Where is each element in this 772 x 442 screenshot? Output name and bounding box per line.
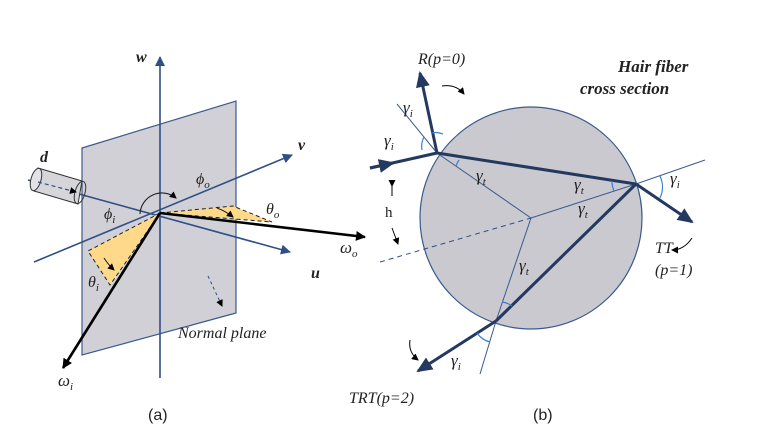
normal-trt — [479, 320, 497, 375]
diagram-title-line2: cross section — [580, 79, 669, 98]
normal-tt — [635, 159, 706, 185]
gamma-i-arc-incident — [421, 136, 425, 151]
omega-i-label: ωi — [58, 371, 73, 393]
axis-v-label: v — [298, 137, 306, 154]
phi-o-label: ϕo — [196, 171, 210, 191]
radius-to-tt-exit — [530, 183, 637, 219]
rotation-arrow-r — [441, 85, 465, 95]
normal-plane-label: Normal plane — [177, 325, 266, 342]
reflected-ray-r — [416, 71, 439, 154]
axis-w-label: w — [136, 49, 147, 66]
internal-ray-1 — [436, 151, 637, 186]
label-r: R(p=0) — [417, 51, 465, 68]
gamma-t-arc-tt — [611, 180, 615, 192]
gamma-i-arc-trt — [476, 332, 491, 343]
gamma-t-arc-entry — [455, 159, 460, 167]
internal-ray-2 — [494, 182, 638, 323]
gamma-i-label-r: γi — [403, 98, 413, 120]
normal-plane — [81, 100, 237, 356]
gamma-i-label-tt: γi — [670, 169, 680, 191]
gamma-t-label-tt-lower: γt — [578, 199, 589, 221]
gamma-i-label-trt: γi — [451, 351, 461, 373]
normal-entry — [396, 103, 438, 154]
omega-i-ray — [61, 212, 162, 369]
omega-o-ray — [159, 211, 366, 241]
rotation-arrow-trt — [409, 339, 419, 361]
theta-o-label: θo — [266, 201, 280, 221]
gamma-i-arc-tt — [659, 175, 664, 199]
gamma-t-label-entry: γt — [476, 166, 487, 188]
label-trt: TRT(p=2) — [349, 390, 414, 407]
label-h: h — [385, 205, 393, 221]
label-tt: TT — [655, 240, 674, 257]
radius-to-trt-exit — [495, 217, 532, 322]
theta-i-label: θi — [88, 274, 99, 294]
transmitted-ray-tt — [635, 182, 694, 224]
vector-d-label: d — [40, 149, 49, 166]
d-cylinder — [29, 167, 87, 205]
gamma-i-label-incident: γi — [384, 131, 394, 153]
v-axis — [33, 153, 293, 263]
panel-a-caption: (a) — [148, 407, 168, 424]
gamma-t-label-trt: γt — [519, 256, 530, 278]
gamma-t-arc-trt — [501, 301, 513, 307]
gamma-t-label-tt-upper: γt — [574, 175, 585, 197]
axis-u-label: u — [311, 265, 320, 282]
label-tt-p: (p=1) — [655, 262, 692, 279]
radius-to-entry — [436, 152, 532, 219]
theta-o-wedge — [159, 205, 273, 223]
panel-a: w v u d ϕi ϕo θo θi ωo ωi Normal plane (… — [27, 49, 366, 424]
phi-i-label: ϕi — [104, 206, 115, 226]
diagram-title-line1: Hair fiber — [617, 57, 689, 76]
theta-i-wedge — [87, 212, 161, 286]
panel-b-caption: (b) — [533, 407, 553, 424]
gamma-i-arc-reflect — [430, 131, 444, 135]
rotation-arrow-tt — [671, 237, 693, 254]
phi-arc — [139, 191, 177, 215]
h-arrow — [391, 227, 400, 245]
theta-i-arc — [103, 257, 115, 271]
omega-o-label: ωo — [340, 238, 358, 260]
panel-b: Hair fiber cross section R(p=0) TT (p=1)… — [349, 51, 706, 424]
transmitted-ray-trt — [416, 319, 497, 373]
theta-o-arc — [216, 207, 234, 218]
